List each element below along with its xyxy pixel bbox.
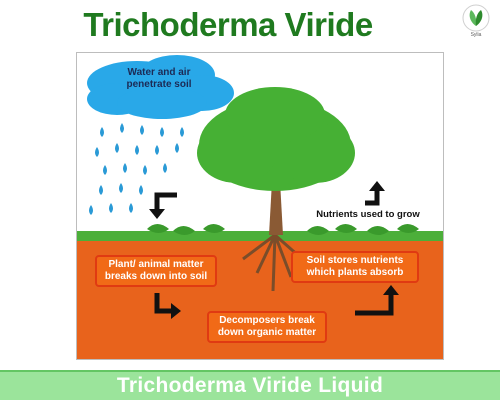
banner-text: Trichoderma Viride Liquid [116, 374, 384, 397]
grass-strip [77, 231, 443, 241]
nutrients-label: Nutrients used to grow [316, 209, 420, 220]
plant-matter-box: Plant/ animal matter breaks down into so… [95, 255, 217, 287]
brand-logo: Sylia [456, 2, 496, 42]
tree-icon [197, 87, 355, 292]
footer-banner: Trichoderma Viride Liquid [0, 370, 500, 400]
leaf-icon [147, 224, 419, 235]
soil-nutrients-box: Soil stores nutrients which plants absor… [291, 251, 419, 283]
soil-cycle-diagram: Water and air penetrate soil Nutrients u… [76, 52, 444, 360]
cloud-icon [87, 55, 234, 119]
logo-leaf-icon [462, 4, 490, 32]
logo-text: Sylia [470, 32, 482, 38]
arrow-icon [149, 181, 399, 319]
raindrop-icon [89, 123, 184, 215]
page-title: Trichoderma Viride [83, 6, 373, 43]
cloud-label: Water and air penetrate soil [126, 67, 192, 90]
decomposers-box: Decomposers break down organic matter [207, 311, 327, 343]
